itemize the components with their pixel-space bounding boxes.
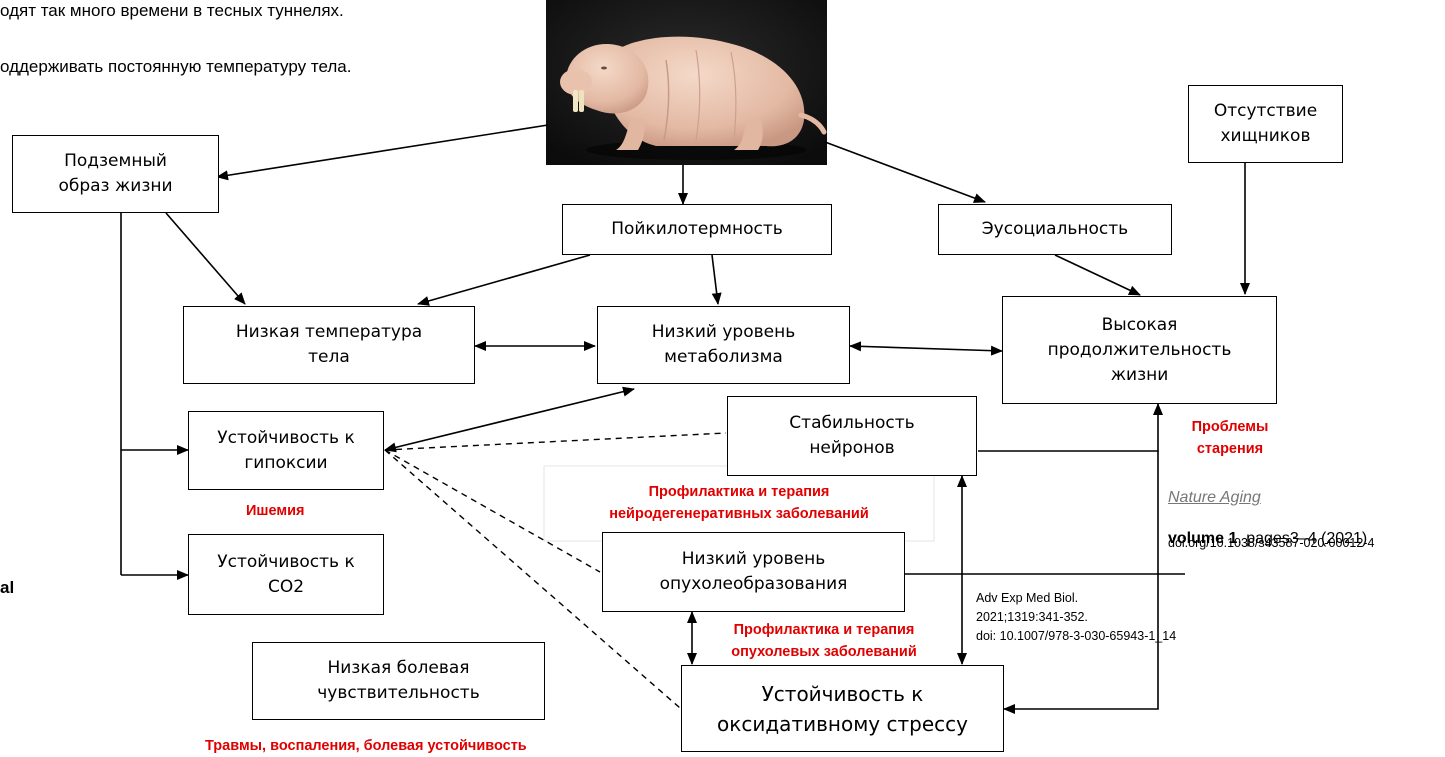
box-low-metabolism: Низкий уровень метаболизма [597,306,850,384]
label-trauma-pain: Травмы, воспаления, болевая устойчивость [205,735,527,757]
arrow-neurons-longevity [978,404,1158,451]
box-low-tumorigenesis: Низкий уровень опухолеобразования [602,532,905,612]
arrow-photo-eusociality [825,142,985,202]
arrow-poikilo-metabolism [712,255,718,304]
box-underground-lifestyle: Подземный образ жизни [12,135,219,213]
box-hypoxia-resistance: Устойчивость к гипоксии [188,411,384,490]
arrow-poikilo-lowtemp [418,255,590,304]
box-neuron-stability: Стабильность нейронов [727,396,977,476]
label-neurodegenerative: Профилактика и терапия нейродегенеративн… [540,481,938,525]
arrow-underground-lowtemp [166,213,245,304]
arrow-longevity-oxidative [1004,451,1158,709]
arrow-metabolism-hypoxia [385,389,634,450]
box-low-body-temperature: Низкая температура тела [183,306,475,384]
box-co2-resistance: Устойчивость к CO2 [188,534,384,615]
box-eusociality: Эусоциальность [938,204,1172,255]
box-oxidative-stress-resistance: Устойчивость к оксидативному стрессу [681,665,1004,752]
box-poikilothermy: Пойкилотермность [562,204,832,255]
box-high-longevity: Высокая продолжительность жизни [1002,296,1277,404]
label-ischemia: Ишемия [246,500,304,522]
arrow-metabolism-longevity [850,346,1002,351]
ref-nature-doi[interactable]: doi.org/10.1038/s43587-020-00012-4 [1168,536,1374,550]
label-aging-problems: Проблемы старения [1170,416,1290,460]
box-no-predators: Отсутствие хищников [1188,85,1343,163]
ref-adv-exp-med-biol: Adv Exp Med Biol. 2021;1319:341-352. doi… [976,589,1176,646]
ref-nature-journal[interactable]: Nature Aging [1168,489,1261,507]
label-oncology: Профилактика и терапия опухолевых заболе… [700,619,948,663]
box-low-pain-sensitivity: Низкая болевая чувствительность [252,642,545,720]
arrow-photo-underground [217,125,548,177]
arrow-eusociality-longevity [1055,255,1140,295]
dashed-hypoxia-neurons [385,433,726,450]
